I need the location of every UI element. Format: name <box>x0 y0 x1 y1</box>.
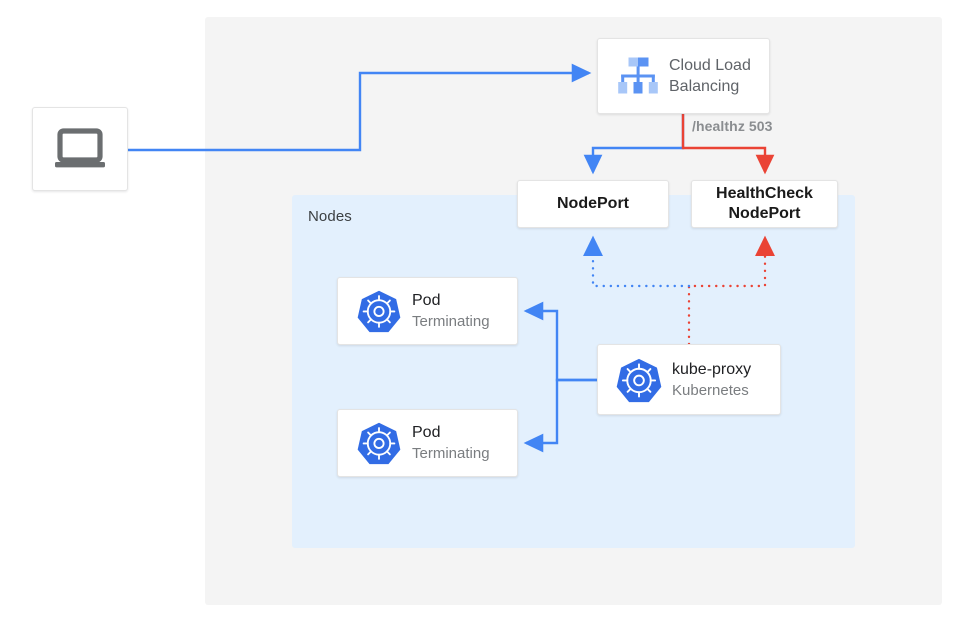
cloud-load-balancing-title-line1: Cloud Load <box>669 57 751 74</box>
nodeport-node[interactable]: NodePort <box>517 180 669 228</box>
pod-node-1-title: Pod <box>412 292 441 309</box>
healthz-status-label: /healthz 503 <box>692 118 773 134</box>
cloud-load-balancing-text: Cloud Load Balancing <box>669 55 769 97</box>
kube-proxy-text: kube-proxy Kubernetes <box>672 359 780 401</box>
pod-node-2-title: Pod <box>412 424 441 441</box>
healthcheck-nodeport-label: HealthCheck NodePort <box>716 184 813 224</box>
kubernetes-icon <box>606 357 672 403</box>
kube-proxy-node[interactable]: kube-proxy Kubernetes <box>597 344 781 415</box>
client-node[interactable] <box>32 107 128 191</box>
healthcheck-nodeport-label-line2: NodePort <box>728 205 801 222</box>
pod-node-2-status: Terminating <box>412 445 490 462</box>
kubernetes-icon <box>346 421 412 465</box>
kube-proxy-title: kube-proxy <box>672 360 752 378</box>
kubernetes-icon <box>346 289 412 333</box>
pod-node-1-status: Terminating <box>412 313 490 330</box>
laptop-icon <box>53 128 107 170</box>
nodeport-label: NodePort <box>557 195 629 212</box>
pod-node-2[interactable]: Pod Terminating <box>337 409 518 477</box>
cloud-load-balancing-title-line2: Balancing <box>669 78 740 95</box>
pod-node-1[interactable]: Pod Terminating <box>337 277 518 345</box>
kube-proxy-subtitle: Kubernetes <box>672 381 749 399</box>
nodes-panel-label: Nodes <box>308 208 352 225</box>
healthcheck-nodeport-label-line1: HealthCheck <box>716 185 813 202</box>
cloud-load-balancing-node[interactable]: Cloud Load Balancing <box>597 38 770 114</box>
cloud-load-balancing-icon <box>607 55 669 97</box>
pod-node-1-text: Pod Terminating <box>412 290 517 332</box>
healthcheck-nodeport-node[interactable]: HealthCheck NodePort <box>691 180 838 228</box>
pod-node-2-text: Pod Terminating <box>412 422 517 464</box>
